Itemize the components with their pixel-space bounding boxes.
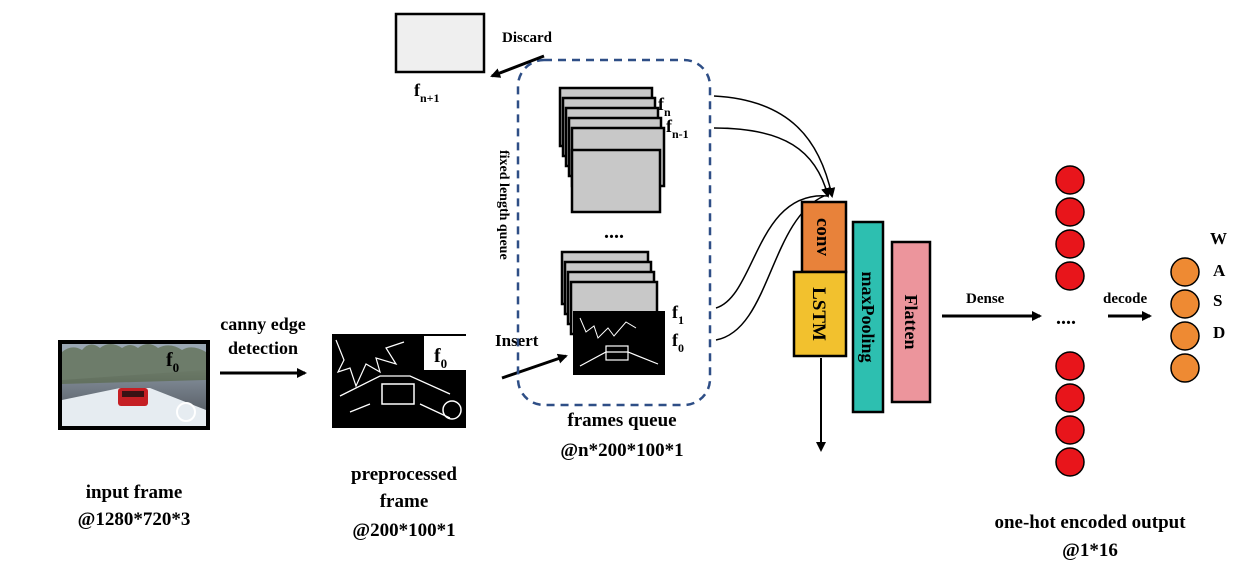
dense-node bbox=[1055, 165, 1085, 195]
dense-node bbox=[1055, 415, 1085, 445]
dense-node bbox=[1055, 229, 1085, 259]
output-node bbox=[1170, 353, 1200, 383]
tag-fn-plus-1: fn+1 bbox=[414, 80, 440, 105]
input-frame-shape: @1280*720*3 bbox=[78, 509, 191, 530]
tag-fn: fn bbox=[658, 94, 671, 119]
dense-node bbox=[1055, 351, 1085, 381]
key-w: W bbox=[1210, 229, 1227, 248]
maxpooling-layer bbox=[851, 220, 885, 414]
output-node bbox=[1170, 289, 1200, 319]
dense-node bbox=[1055, 447, 1085, 477]
maxpooling-layer-label: maxPooling bbox=[858, 271, 878, 362]
key-s: S bbox=[1213, 291, 1222, 310]
dense-nodes bbox=[1055, 165, 1085, 477]
preprocessed-frame: f0 bbox=[332, 334, 466, 428]
output-node bbox=[1170, 321, 1200, 351]
frames-queue-box bbox=[516, 58, 712, 407]
dense-label: Dense bbox=[966, 291, 1005, 307]
canny-label-line2: detection bbox=[228, 338, 298, 358]
dense-node bbox=[1055, 383, 1085, 413]
output-label: one-hot encoded output bbox=[994, 512, 1186, 533]
flatten-layer-label: Flatten bbox=[901, 295, 921, 350]
output-shape: @1*16 bbox=[1062, 540, 1118, 561]
tag-f1: f1 bbox=[672, 302, 684, 327]
discard-label: Discard bbox=[502, 30, 553, 46]
preprocessed-label-line3: @200*100*1 bbox=[352, 520, 455, 541]
input-frame-tag: f0 bbox=[166, 349, 179, 375]
preprocessed-frame-tag: f0 bbox=[434, 345, 447, 371]
insert-arrow bbox=[501, 353, 568, 380]
lstm-layer-label: LSTM bbox=[808, 287, 829, 341]
output-nodes bbox=[1170, 257, 1200, 383]
decode-label: decode bbox=[1103, 291, 1148, 307]
output-node bbox=[1170, 257, 1200, 287]
preprocessed-label-line1: preprocessed bbox=[351, 464, 457, 485]
queue-to-conv-connectors bbox=[713, 95, 836, 341]
dense-node bbox=[1055, 197, 1085, 227]
key-a: A bbox=[1213, 261, 1226, 280]
upper-frame-stack bbox=[558, 86, 666, 214]
flatten-layer bbox=[890, 240, 932, 404]
frames-queue-label: frames queue bbox=[567, 410, 676, 431]
lower-frame-stack bbox=[560, 250, 665, 375]
conv-layer bbox=[800, 200, 848, 274]
tag-f0: f0 bbox=[672, 330, 684, 355]
fixed-length-queue-label: fixed length queue bbox=[496, 150, 511, 260]
input-frame-label: input frame bbox=[86, 482, 183, 503]
dense-node bbox=[1055, 261, 1085, 291]
dense-ellipsis: .... bbox=[1056, 307, 1076, 329]
queue-ellipsis: .... bbox=[604, 221, 624, 243]
conv-layer-label: conv bbox=[812, 218, 833, 257]
discarded-frame bbox=[394, 12, 486, 74]
canny-label-line1: canny edge bbox=[220, 314, 306, 334]
tag-fn-1: fn-1 bbox=[666, 116, 689, 141]
frames-queue-shape: @n*200*100*1 bbox=[560, 440, 683, 461]
input-frame: f0 bbox=[58, 340, 210, 430]
key-d: D bbox=[1213, 323, 1225, 342]
lstm-layer bbox=[792, 270, 848, 358]
discard-arrow bbox=[490, 54, 545, 78]
preprocessed-label-line2: frame bbox=[380, 491, 429, 512]
